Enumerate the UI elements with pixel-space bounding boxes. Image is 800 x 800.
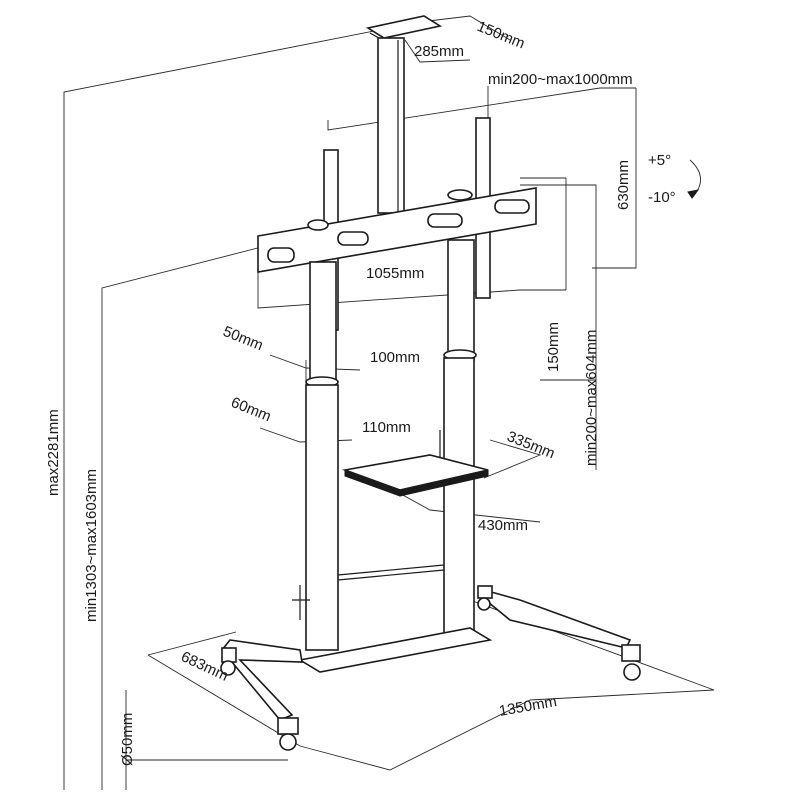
shelf-depth-label: 335mm	[505, 428, 558, 463]
lower-pole-depth-label: 60mm	[229, 394, 274, 425]
bracket-spacing-label: 150mm	[545, 322, 562, 372]
vesa-height-label: 630mm	[615, 160, 632, 210]
vesa-width-label: min200~max1000mm	[488, 71, 633, 88]
dimension-lines	[63, 15, 715, 790]
tilt-up-label: +5°	[648, 152, 671, 169]
wheel-4	[477, 585, 493, 611]
wheel-3	[621, 644, 641, 681]
top-pole	[377, 37, 405, 214]
base-width-label: 1350mm	[498, 693, 558, 720]
wheel-1	[277, 717, 299, 751]
top-plate	[365, 15, 443, 39]
main-bracket	[257, 187, 537, 273]
mount-height-range-label: min1303~max1603mm	[83, 469, 100, 622]
wheel-2	[220, 647, 237, 676]
right-column-upper	[447, 239, 475, 361]
bracket-width-label: 1055mm	[366, 265, 424, 282]
left-column-lower	[305, 384, 339, 651]
tilt-down-label: -10°	[648, 189, 676, 206]
tilt-arrowhead-icon	[687, 189, 700, 199]
vesa-height-range-label: min200~max604mm	[583, 330, 600, 466]
stand-drawing	[220, 15, 641, 751]
right-column-lower	[443, 357, 475, 634]
wheel-diameter-label: Ø50mm	[119, 713, 136, 766]
upper-pole-depth-label: 50mm	[221, 323, 266, 354]
shelf-width-label: 430mm	[478, 517, 528, 534]
left-column-upper	[309, 261, 337, 383]
top-plate-depth-label: 150mm	[475, 18, 528, 53]
total-height-label: max2281mm	[45, 409, 62, 496]
lower-pole-width-label: 110mm	[362, 419, 411, 436]
base-leg-right	[482, 588, 632, 649]
top-plate-width-label: 285mm	[414, 43, 464, 60]
upper-pole-width-label: 100mm	[370, 349, 420, 366]
base-frame	[297, 627, 493, 673]
